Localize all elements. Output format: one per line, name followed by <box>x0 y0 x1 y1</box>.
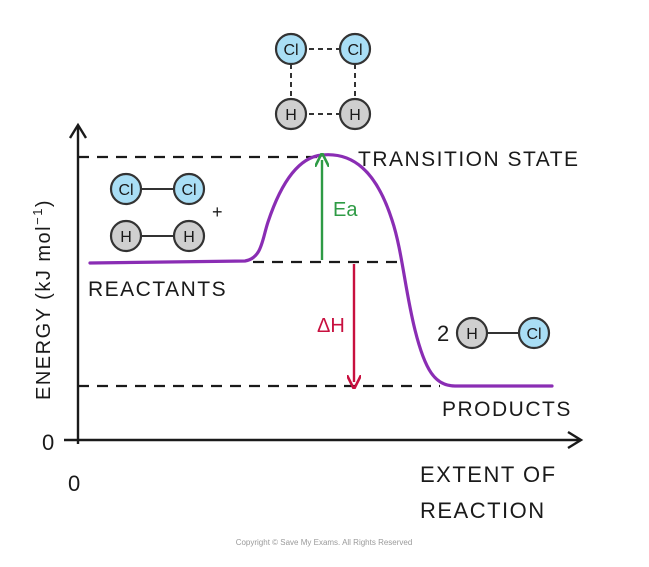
x-axis-arrowhead <box>567 430 584 450</box>
svg-text:H: H <box>183 229 195 246</box>
energy-profile-curve <box>88 153 554 388</box>
hydrogen-atom <box>172 219 206 253</box>
copyright-notice: Copyright © Save My Exams. All Rights Re… <box>236 538 413 547</box>
reactant-molecules: Cl Cl H H + <box>109 172 224 253</box>
svg-text:H: H <box>466 326 478 343</box>
products-label: PRODUCTS <box>442 398 572 421</box>
svg-text:Cl: Cl <box>181 182 196 199</box>
y-axis-arrowhead <box>68 122 88 139</box>
chlorine-atom <box>517 316 551 350</box>
svg-text:H: H <box>349 107 361 124</box>
y-axis-label: ENERGY (kJ mol−1) <box>30 199 55 400</box>
svg-text:Cl: Cl <box>283 42 298 59</box>
hydrogen-atom <box>338 97 372 131</box>
chlorine-atom <box>172 172 206 206</box>
transition-state-label: TRANSITION STATE <box>358 148 580 171</box>
x-origin-label: 0 <box>68 471 82 496</box>
hydrogen-atom <box>274 97 308 131</box>
stoichiometric-coefficient: 2 <box>437 321 451 346</box>
plus-sign: + <box>212 202 224 222</box>
chlorine-atom <box>274 32 308 66</box>
svg-text:H: H <box>285 107 297 124</box>
y-origin-label: 0 <box>42 430 56 455</box>
chlorine-atom <box>109 172 143 206</box>
hydrogen-atom <box>109 219 143 253</box>
product-molecule: 2 H Cl <box>437 316 551 350</box>
transition-state-molecule: Cl Cl H H <box>274 32 372 131</box>
axes <box>64 122 584 450</box>
enthalpy-change-label: ΔH <box>317 315 345 337</box>
x-axis-label-line2: REACTION <box>420 498 546 523</box>
svg-text:Cl: Cl <box>118 182 133 199</box>
chlorine-atom <box>338 32 372 66</box>
svg-text:H: H <box>120 229 132 246</box>
hydrogen-atom <box>455 316 489 350</box>
energy-levels <box>78 155 440 388</box>
activation-energy-label: Ea <box>333 199 358 221</box>
x-axis-label-line1: EXTENT OF <box>420 462 557 487</box>
reactants-label: REACTANTS <box>88 278 227 301</box>
svg-text:Cl: Cl <box>526 326 541 343</box>
svg-text:Cl: Cl <box>347 42 362 59</box>
